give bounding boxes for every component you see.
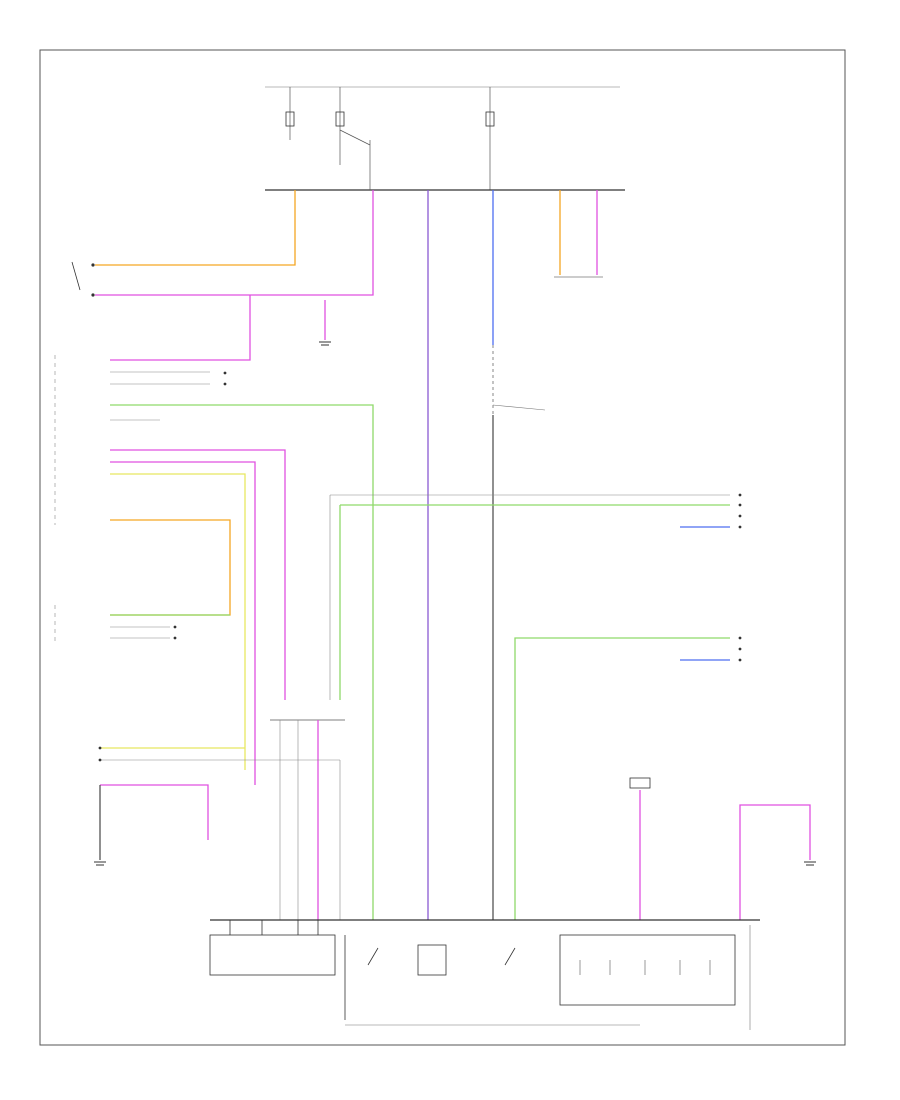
transmission-range bbox=[54, 605, 230, 645]
network-pin bbox=[738, 525, 742, 529]
relay-arm bbox=[339, 129, 371, 146]
junction-connector bbox=[270, 719, 345, 920]
diagram-frame bbox=[39, 49, 846, 1046]
bottom-switches bbox=[344, 935, 516, 1020]
relay-module-body bbox=[209, 934, 336, 976]
wire-yellow-pcm bbox=[110, 473, 246, 770]
network-pin bbox=[738, 647, 742, 651]
network-pin bbox=[738, 514, 742, 518]
wire-green-right bbox=[514, 637, 730, 920]
trans-pin bbox=[173, 625, 177, 629]
switch-blade bbox=[504, 947, 516, 966]
brake-switch-contact-bottom bbox=[91, 293, 95, 297]
wire-pink-pcm-2 bbox=[110, 461, 256, 785]
wire-pink-stop bbox=[100, 784, 209, 840]
network-pin bbox=[738, 503, 742, 507]
brake-switch bbox=[71, 261, 95, 297]
pcm-pin bbox=[223, 371, 227, 375]
network-pin bbox=[738, 658, 742, 662]
ground-symbol-1 bbox=[319, 341, 331, 346]
stop-pin bbox=[98, 746, 102, 750]
stop-pin bbox=[98, 758, 102, 762]
pcm-pin bbox=[223, 382, 227, 386]
fuse-3 bbox=[485, 111, 495, 127]
brake-switch-blade bbox=[71, 261, 81, 291]
cluster-connector bbox=[629, 777, 651, 789]
network-pin bbox=[738, 636, 742, 640]
fuse-2 bbox=[335, 111, 345, 127]
fuse-1 bbox=[285, 111, 295, 127]
ground-left bbox=[94, 785, 106, 866]
wire-pink-brake bbox=[95, 190, 374, 296]
wire-orange-brake bbox=[95, 190, 296, 266]
network-wires bbox=[329, 493, 742, 920]
fuse-outputs bbox=[95, 190, 598, 920]
wire-green-network bbox=[339, 504, 730, 700]
relay-module bbox=[209, 920, 336, 976]
ignition-switch bbox=[492, 345, 546, 415]
wire-orange-pcm bbox=[110, 519, 231, 616]
relay-box bbox=[417, 944, 447, 976]
wire-pink-ground-right bbox=[739, 804, 811, 920]
network-pin bbox=[738, 493, 742, 497]
cluster-feed bbox=[629, 777, 651, 920]
fuse-block bbox=[265, 86, 625, 191]
wire-green-pcm bbox=[110, 404, 374, 920]
wire-pink-pcm bbox=[110, 449, 286, 700]
wire-pink-module bbox=[110, 295, 251, 361]
stop-light-module bbox=[98, 746, 341, 920]
brake-switch-contact-top bbox=[91, 263, 95, 267]
trans-pin bbox=[173, 636, 177, 640]
powertrain-module bbox=[54, 355, 374, 920]
cluster-body bbox=[559, 934, 736, 1006]
switch-blade bbox=[367, 947, 379, 966]
ignition-switch-arm bbox=[492, 404, 546, 411]
ground-right bbox=[739, 804, 816, 920]
cluster bbox=[559, 934, 736, 1006]
